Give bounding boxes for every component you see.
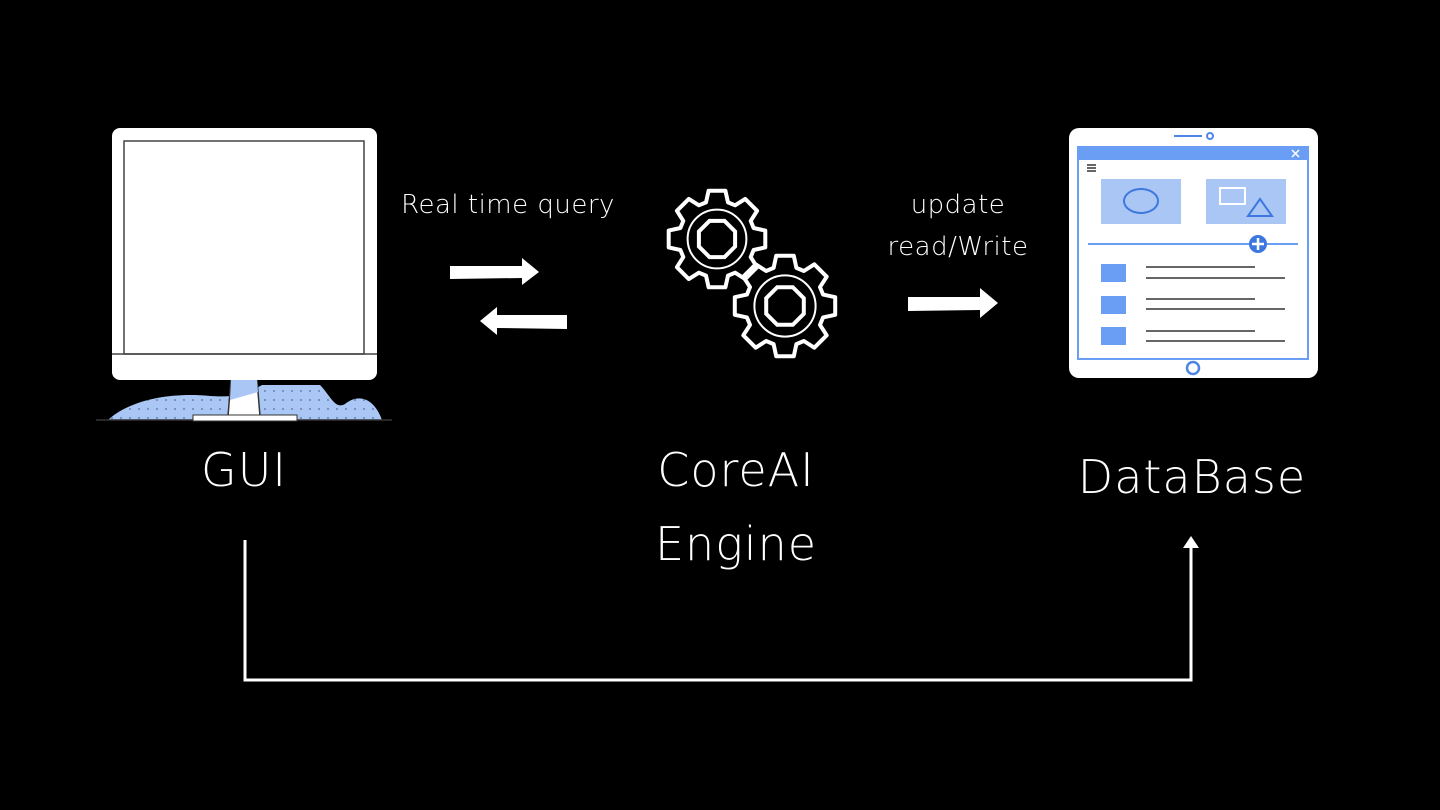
node-label-engine-line2: Engine [654, 517, 818, 571]
edge-label-update-line2: read/Write [887, 232, 1029, 262]
gear-icon-small [732, 253, 838, 359]
node-label-engine: CoreAI Engine [616, 433, 856, 581]
tablet-database-icon [1069, 128, 1318, 378]
gui-to-database-connector [243, 536, 1199, 682]
gears-icon [666, 188, 838, 359]
node-label-engine-line1: CoreAI [657, 443, 815, 497]
node-label-database: DataBase [1077, 450, 1307, 504]
edge-label-update: update read/Write [868, 184, 1048, 268]
gear-icon-large [666, 188, 768, 290]
arrow-right-icon [450, 258, 539, 285]
arrow-left-icon [480, 307, 567, 335]
edge-label-update-line1: update [910, 190, 1006, 220]
edge-label-real-time-query: Real time query [401, 190, 615, 220]
monitor-icon [96, 128, 392, 422]
node-label-gui: GUI [201, 443, 287, 497]
arrow-right-icon [908, 288, 998, 318]
